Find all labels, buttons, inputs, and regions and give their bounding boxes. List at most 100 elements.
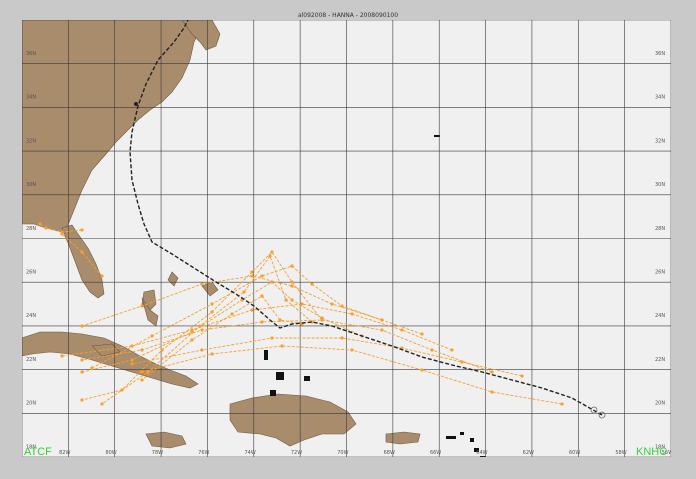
lon-tick-label: 82W: [59, 450, 70, 456]
forecast-point: [260, 320, 264, 324]
cuba: [21, 331, 199, 389]
forecast-point: [60, 354, 64, 358]
lat-tick-label: 32N: [26, 138, 36, 144]
lon-tick-label: 78W: [152, 450, 163, 456]
forecast-point: [242, 290, 246, 294]
forecast-point: [38, 222, 42, 226]
forecast-point: [310, 320, 314, 324]
forecast-point: [44, 226, 48, 230]
lon-tick-label: 80W: [105, 450, 116, 456]
lat-tick-label: 18N: [655, 444, 665, 450]
forecast-point: [560, 402, 564, 406]
lat-tick-label: 22N: [26, 357, 36, 363]
forecast-point: [290, 298, 294, 302]
forecast-track: [39, 223, 83, 233]
lat-tick-label: 34N: [26, 95, 36, 101]
lat-tick-label: 28N: [655, 226, 665, 232]
forecast-point: [320, 318, 324, 322]
forecast-point: [80, 398, 84, 402]
forecast-point: [140, 304, 144, 308]
forecast-point: [140, 378, 144, 382]
forecast-point: [130, 358, 134, 362]
forecast-point: [450, 348, 454, 352]
lat-tick-label: 24N: [26, 313, 36, 319]
forecast-point: [380, 318, 384, 322]
lat-tick-label: 36N: [26, 51, 36, 57]
forecast-point: [100, 274, 104, 278]
lat-tick-label: 30N: [655, 182, 665, 188]
lat-tick-label: 34N: [655, 95, 665, 101]
lat-tick-label: 26N: [655, 269, 665, 275]
forecast-point: [210, 310, 214, 314]
lat-tick-label: 22N: [655, 357, 665, 363]
forecast-point: [80, 370, 84, 374]
lon-tick-label: 76W: [198, 450, 209, 456]
lon-tick-label: 74W: [245, 450, 256, 456]
puerto-rico: [385, 431, 421, 445]
forecast-point: [200, 348, 204, 352]
forecast-point: [190, 338, 194, 342]
lon-tick-label: 58W: [615, 450, 626, 456]
forecast-point: [420, 332, 424, 336]
forecast-point: [490, 390, 494, 394]
lat-tick-label: 20N: [655, 401, 665, 407]
lat-tick-label: 32N: [655, 138, 665, 144]
forecast-tracks: [38, 222, 564, 406]
knhc-label: KNHC: [636, 446, 668, 458]
florida: [61, 224, 105, 299]
atcf-label: ATCF: [24, 446, 52, 458]
forecast-point: [350, 312, 354, 316]
forecast-point: [90, 366, 94, 370]
forecast-point: [270, 336, 274, 340]
lat-tick-label: 30N: [26, 182, 36, 188]
forecast-point: [290, 280, 294, 284]
forecast-point: [270, 280, 274, 284]
lat-tick-label: 24N: [655, 313, 665, 319]
forecast-point: [140, 348, 144, 352]
forecast-point: [270, 250, 274, 254]
lat-tick-label: 18N: [26, 444, 36, 450]
forecast-point: [310, 282, 314, 286]
small-islands: [264, 135, 486, 457]
forecast-point: [250, 308, 254, 312]
forecast-point: [130, 362, 134, 366]
forecast-point: [340, 304, 344, 308]
map-title: al092008 - HANNA - 2008090100: [297, 12, 399, 19]
forecast-track: [61, 303, 453, 357]
forecast-point: [100, 402, 104, 406]
forecast-point: [278, 318, 282, 322]
best-track: [129, 19, 606, 419]
forecast-point: [160, 348, 164, 352]
forecast-point: [260, 294, 264, 298]
forecast-track: [81, 281, 363, 373]
hispaniola: [229, 393, 357, 447]
forecast-point: [200, 328, 204, 332]
forecast-track: [61, 233, 103, 277]
forecast-point: [420, 368, 424, 372]
bahamas-5: [91, 343, 121, 357]
jamaica: [145, 431, 187, 449]
forecast-point: [210, 352, 214, 356]
forecast-point: [400, 328, 404, 332]
forecast-point: [230, 312, 234, 316]
new-england: [181, 19, 221, 51]
lon-tick-label: 62W: [523, 450, 534, 456]
forecast-track: [81, 319, 493, 373]
forecast-point: [490, 370, 494, 374]
forecast-point: [80, 358, 84, 362]
forecast-track: [141, 295, 303, 381]
lon-tick-label: 66W: [430, 450, 441, 456]
forecast-point: [250, 274, 254, 278]
forecast-point: [340, 336, 344, 340]
forecast-point: [300, 302, 304, 306]
forecast-point: [80, 250, 84, 254]
forecast-point: [80, 324, 84, 328]
lon-tick-label: 60W: [569, 450, 580, 456]
forecast-point: [330, 302, 334, 306]
forecast-point: [268, 254, 272, 258]
forecast-point: [520, 374, 524, 378]
